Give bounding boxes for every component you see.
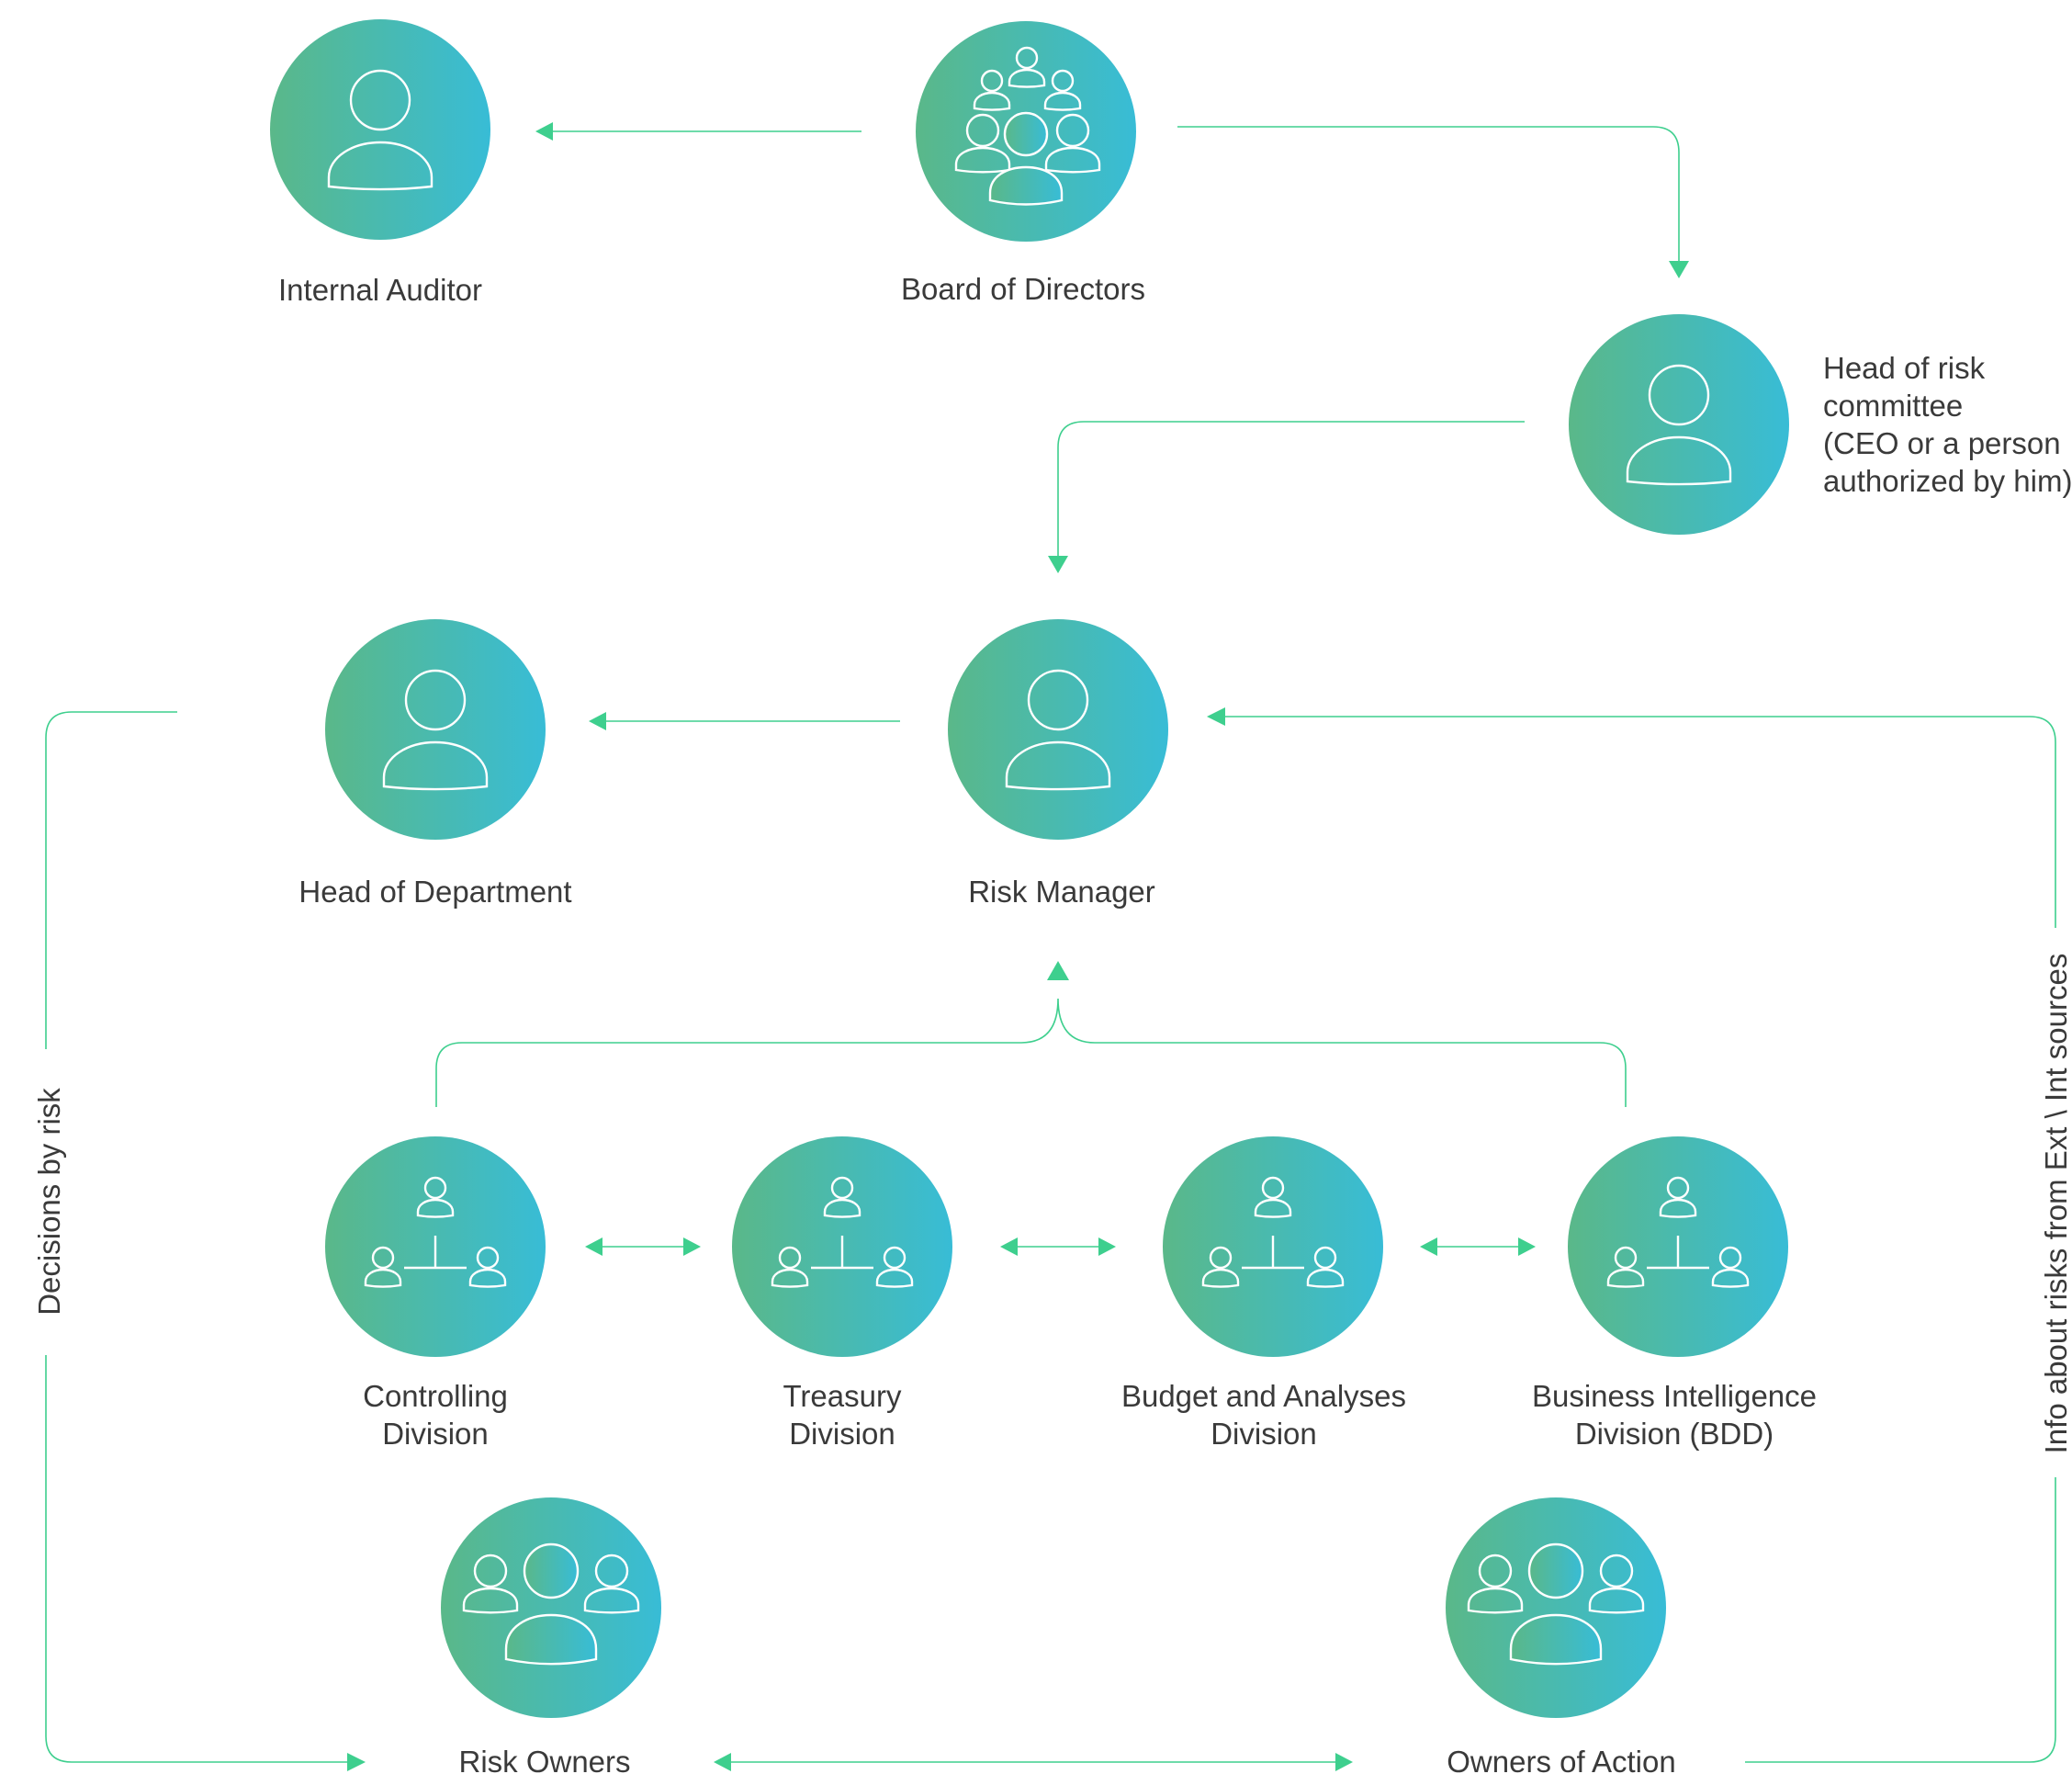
node-label-line-1: Budget and Analyses [1121,1379,1406,1413]
node-label-line-1: Treasury [783,1379,902,1413]
arrowhead-risk-manager-bottom [1047,961,1069,980]
node-label-line-2: Division (BDD) [1575,1417,1774,1451]
node-budget-division: Budget and Analyses Division [1121,1136,1406,1451]
arrowhead-head-risk [1669,261,1689,278]
node-treasury-division: Treasury Division [732,1136,952,1451]
node-label-line-1: Business Intelligence [1532,1379,1817,1413]
node-internal-auditor: Internal Auditor [270,19,490,307]
arrowhead-hod [589,712,606,730]
connector-decisions-loop [45,711,347,1763]
node-label-line-2: Division [789,1417,895,1451]
connector-board-to-head-risk [1177,126,1680,261]
node-label: Board of Directors [901,272,1145,306]
crowd-icon [954,46,1101,206]
node-label: Risk Manager [968,875,1155,909]
node-head-of-department: Head of Department [298,619,572,909]
node-circle [441,1497,661,1718]
node-label-line-2: Division [382,1417,489,1451]
node-risk-manager: Risk Manager [948,619,1168,909]
arrowhead-risk-manager-right [1207,707,1225,726]
node-label-line-2: committee [1823,389,1963,423]
connector-info-loop [1225,716,2056,1763]
info-sources-label: Info about risks from Ext \ Int sources [2039,954,2072,1454]
node-label: Risk Owners [458,1745,630,1774]
arrowhead [1518,1237,1536,1256]
arrowhead-owners-right [1335,1753,1353,1771]
org-chart-icon [771,1176,914,1288]
node-label: Internal Auditor [278,273,482,307]
org-chart-icon [364,1176,507,1288]
node-label-line-4: authorized by him) [1823,464,2072,498]
arrowhead [683,1237,701,1256]
node-label-line-1: Head of risk [1823,351,1986,385]
node-circle [1446,1497,1666,1718]
node-owners-of-action: Owners of Action [1446,1497,1676,1774]
org-chart-icon [1606,1176,1750,1288]
node-label-line-3: (CEO or a person [1823,426,2061,460]
node-bi-division: Business Intelligence Division (BDD) [1532,1136,1817,1451]
node-controlling-division: Controlling Division [325,1136,546,1451]
arrowhead [1420,1237,1437,1256]
group-icon [1467,1542,1645,1666]
arrowhead-risk-owners-left [347,1753,366,1771]
node-risk-owners: Risk Owners [441,1497,661,1774]
arrowhead [1000,1237,1018,1256]
decisions-label: Decisions by risk [32,1088,66,1316]
connector-divisions-bracket [435,998,1627,1107]
connectors [45,122,2056,1771]
arrowhead-owners-left [714,1753,731,1771]
arrowhead-auditor [535,122,553,141]
arrowhead-risk-manager-top [1048,556,1068,573]
org-chart-icon [1201,1176,1345,1288]
group-icon [462,1542,640,1666]
arrowhead [1098,1237,1116,1256]
arrowhead [585,1237,602,1256]
node-board-of-directors: Board of Directors [901,21,1145,306]
connector-head-risk-to-risk-manager [1057,421,1525,556]
node-head-of-risk-committee: Head of risk committee (CEO or a person … [1569,314,2072,535]
node-label-line-1: Controlling [363,1379,508,1413]
node-label-line-2: Division [1211,1417,1317,1451]
node-label: Owners of Action [1447,1745,1675,1774]
node-label: Head of Department [298,875,571,909]
